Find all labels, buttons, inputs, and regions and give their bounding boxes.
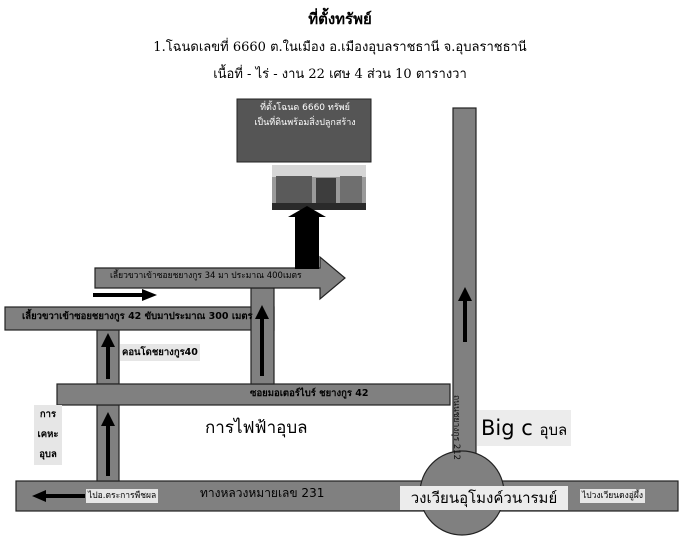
arrow-right-up [458,287,472,342]
soi-212-label: ถนนชยางกูร 212 [451,395,461,461]
highway-label: ทางหลวงหมายเลข 231 [200,486,325,500]
housing-label-line-3: อุบล [39,449,57,460]
to-dong-u-phueng-label: ไปวงเวียนดงอู่ผึ้ง [580,489,645,503]
deed-number: 1.โฉนดเลขที่ 6660 ต.ในเมือง อ.เมืองอุบลร… [153,40,527,55]
arrow-highway-left [32,490,85,502]
condo-label: คอนโดชยางกูร40 [120,344,200,361]
property-box-line-1: ที่ตั้งโฉนด 6660 ทรัพย์ [260,103,350,113]
soi-34-label: เลี้ยวขวาเข้าซอยชยางกูร 34 มา ประมาณ 400… [110,271,302,281]
soi-34-road [94,255,346,301]
land-area: เนื้อที่ - ไร่ - งาน 22 เศษ 4 ส่วน 10 ตา… [213,67,467,82]
arrow-left-lower-up [101,412,115,476]
map-title: ที่ตั้งทรัพย์ [308,10,372,28]
property-photo [272,165,366,210]
arrow-to-property [288,206,326,269]
bigc-label: Big c อุบล [477,410,571,446]
arrow-soi34-right [93,289,157,301]
property-box-text: ที่ตั้งโฉนด 6660 ทรัพย์ เป็นที่ดินพร้อมส… [240,101,370,131]
power-office-label: การไฟฟ้าอุบล [205,418,308,438]
housing-label: การ เคหะ อุบล [34,405,62,465]
soi-42-label: เลี้ยวขวาเข้าซอยชยางกูร 42 ขับมาประมาณ 3… [22,311,253,322]
bigc-location: อุบล [539,421,568,439]
housing-label-line-1: การ [39,409,57,420]
bigc-name: Big c [481,416,533,440]
to-phibun-label: ไปอ.ตระการพืชผล [86,489,159,503]
housing-label-line-2: เคหะ [37,429,59,440]
soi-motor-label: ซอยมอเตอร์ไบร์ ชยางกูร 42 [250,388,369,399]
property-box-line-2: เป็นที่ดินพร้อมสิ่งปลูกสร้าง [254,118,356,128]
arrow-middle-up [255,305,269,376]
arrow-left-upper-up [101,333,115,379]
property-box [236,98,372,163]
roundabout-label: วงเวียนอุโมงค์วนารมย์ [400,486,568,510]
